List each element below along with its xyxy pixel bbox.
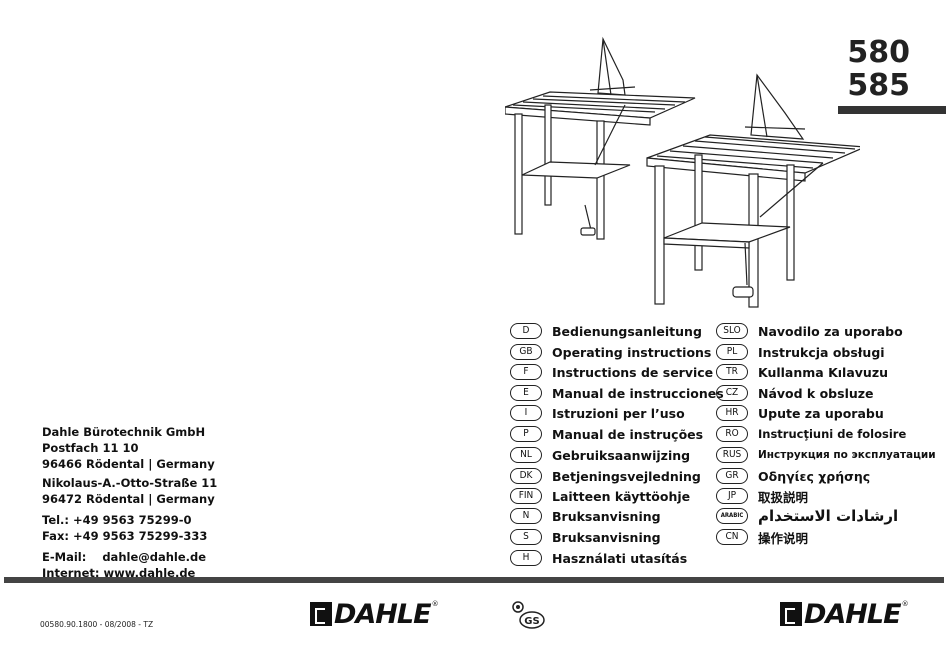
language-code-badge: E bbox=[510, 385, 542, 401]
language-label: 取扱説明 bbox=[758, 489, 809, 505]
website: Internet: www.dahle.de bbox=[42, 566, 196, 580]
language-item-n: N Bruksanvisning bbox=[510, 506, 661, 526]
language-item-h: H Használati utasítás bbox=[510, 548, 687, 568]
language-label: Návod k obsluze bbox=[758, 385, 874, 401]
language-code-badge: I bbox=[510, 405, 542, 421]
language-item-s: S Bruksanvisning bbox=[510, 527, 661, 547]
language-code-badge: P bbox=[510, 426, 542, 442]
language-label: Upute za uporabu bbox=[758, 405, 884, 421]
language-label: ارشادات الاستخدام bbox=[758, 507, 899, 525]
language-label: Bedienungsanleitung bbox=[552, 323, 702, 339]
language-code-badge: DK bbox=[510, 468, 542, 484]
language-label: Manual de instrucciones bbox=[552, 385, 724, 401]
fax: Fax: +49 9563 75299-333 bbox=[42, 529, 208, 543]
language-label: Bruksanvisning bbox=[552, 508, 661, 524]
language-code-badge: S bbox=[510, 529, 542, 545]
language-code-badge: F bbox=[510, 364, 542, 380]
language-label: Navodilo za uporabo bbox=[758, 323, 903, 339]
language-item-nl: NL Gebruiksaanwijzing bbox=[510, 445, 690, 465]
document-number: 00580.90.1800 - 08/2008 - TZ bbox=[40, 620, 154, 629]
language-item-dk: DK Betjeningsvejledning bbox=[510, 466, 701, 486]
language-code-badge: RO bbox=[716, 426, 748, 442]
street-address: Nikolaus-A.-Otto-Straße 11 bbox=[42, 476, 218, 490]
language-item-gb: GB Operating instructions bbox=[510, 342, 711, 362]
language-item-p: P Manual de instruções bbox=[510, 424, 703, 444]
dahle-logo-mark-icon bbox=[310, 602, 332, 626]
language-label: Istruzioni per l’uso bbox=[552, 405, 685, 421]
brand-name: DAHLE bbox=[804, 598, 902, 630]
language-code-badge: GB bbox=[510, 344, 542, 360]
language-label: Betjeningsvejledning bbox=[552, 468, 701, 484]
language-code-badge: JP bbox=[716, 488, 748, 504]
dahle-logo-right: DAHLE ® bbox=[780, 598, 909, 630]
brand-name: DAHLE bbox=[334, 598, 432, 630]
language-code-badge: HR bbox=[716, 405, 748, 421]
language-code-badge: NL bbox=[510, 447, 542, 463]
language-label: Használati utasítás bbox=[552, 550, 688, 566]
dahle-logo-mark-icon bbox=[780, 602, 802, 626]
language-item-i: I Istruzioni per l’uso bbox=[510, 403, 685, 423]
email: E-Mail: dahle@dahle.de bbox=[42, 550, 207, 564]
language-label: Gebruiksaanwijzing bbox=[552, 447, 691, 463]
language-label: 操作说明 bbox=[758, 530, 809, 546]
language-item-pl: PL Instrukcja obsługi bbox=[716, 342, 885, 362]
model-number-580: 580 bbox=[847, 35, 910, 70]
address-block: Dahle Bürotechnik GmbH Postfach 11 10 96… bbox=[42, 424, 217, 581]
language-item-gr: GR Οδηγίες χρήσης bbox=[716, 466, 870, 486]
language-code-badge: N bbox=[510, 508, 542, 524]
language-item-arabic: ARABIC ارشادات الاستخدام bbox=[716, 506, 898, 526]
language-code-badge: CN bbox=[716, 529, 748, 545]
language-item-d: D Bedienungsanleitung bbox=[510, 321, 702, 341]
language-item-e: E Manual de instrucciones bbox=[510, 383, 724, 403]
language-item-hr: HR Upute za uporabu bbox=[716, 403, 884, 423]
registered-mark: ® bbox=[431, 600, 439, 608]
language-label: Инструкция по эксплуатации bbox=[758, 449, 936, 461]
language-code-badge: SLO bbox=[716, 323, 748, 339]
registered-mark: ® bbox=[901, 600, 909, 608]
model-number-585: 585 bbox=[847, 68, 910, 103]
language-label: Bruksanvisning bbox=[552, 529, 661, 545]
language-code-badge: PL bbox=[716, 344, 748, 360]
language-code-badge: CZ bbox=[716, 385, 748, 401]
language-label: Manual de instruções bbox=[552, 426, 704, 442]
language-label: Οδηγίες χρήσης bbox=[758, 468, 871, 484]
model-underline-bar bbox=[838, 106, 946, 114]
postal-city-1: 96466 Rödental | Germany bbox=[42, 457, 215, 471]
language-code-badge: D bbox=[510, 323, 542, 339]
footer-divider bbox=[4, 577, 944, 583]
language-item-f: F Instructions de service bbox=[510, 362, 713, 382]
language-label: Kullanma Kılavuzu bbox=[758, 364, 888, 380]
language-code-badge: ARABIC bbox=[716, 508, 748, 524]
telephone: Tel.: +49 9563 75299-0 bbox=[42, 513, 192, 527]
language-label: Laitteen käyttöohje bbox=[552, 488, 691, 504]
language-item-slo: SLO Navodilo za uporabo bbox=[716, 321, 903, 341]
product-illustration bbox=[505, 36, 860, 308]
language-code-badge: GR bbox=[716, 468, 748, 484]
dahle-logo-left: DAHLE ® bbox=[310, 598, 439, 630]
language-item-ro: RO Instrucţiuni de folosire bbox=[716, 424, 906, 444]
language-label: Operating instructions bbox=[552, 344, 712, 360]
language-label: Instrukcja obsługi bbox=[758, 344, 885, 360]
language-item-fin: FIN Laitteen käyttöohje bbox=[510, 486, 690, 506]
language-code-badge: FIN bbox=[510, 488, 542, 504]
language-item-rus: RUS Инструкция по эксплуатации bbox=[716, 445, 936, 465]
language-code-badge: RUS bbox=[716, 447, 748, 463]
language-label: Instructions de service bbox=[552, 364, 714, 380]
language-item-cn: CN 操作说明 bbox=[716, 527, 808, 547]
postfach: Postfach 11 10 bbox=[42, 441, 139, 455]
language-label: Instrucţiuni de folosire bbox=[758, 427, 907, 441]
gs-label: GS bbox=[524, 616, 539, 627]
language-item-cz: CZ Návod k obsluze bbox=[716, 383, 874, 403]
language-code-badge: H bbox=[510, 550, 542, 566]
language-item-jp: JP 取扱説明 bbox=[716, 486, 808, 506]
postal-city-2: 96472 Rödental | Germany bbox=[42, 492, 215, 506]
gs-certification-icon: GS bbox=[512, 601, 545, 629]
language-code-badge: TR bbox=[716, 364, 748, 380]
language-item-tr: TR Kullanma Kılavuzu bbox=[716, 362, 888, 382]
company-name: Dahle Bürotechnik GmbH bbox=[42, 425, 206, 439]
